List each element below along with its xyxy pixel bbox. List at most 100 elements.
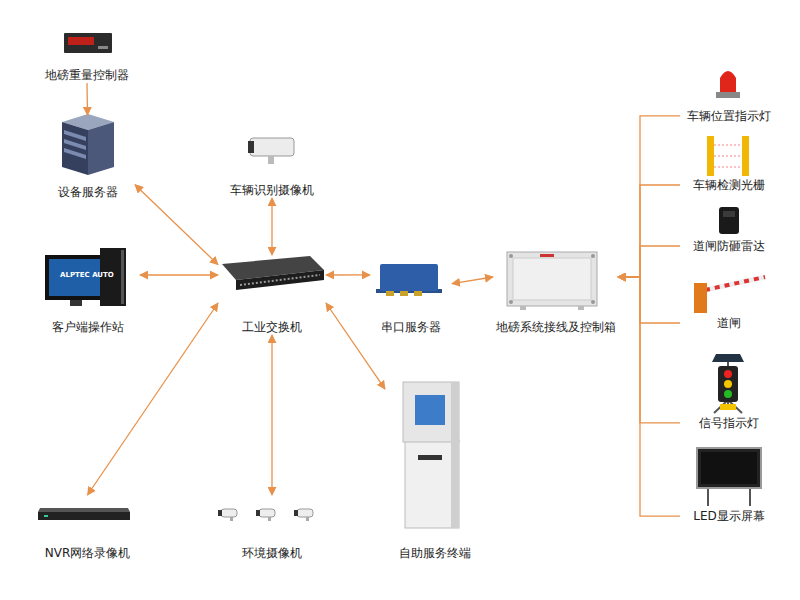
beacon-dome	[720, 71, 736, 92]
barrier-cabinet	[694, 283, 707, 313]
kiosk-base	[405, 440, 459, 528]
device-node: LED显示屏幕	[680, 445, 778, 524]
radar-window	[723, 211, 735, 217]
screen-logo-text: ALPTEC AUTO	[60, 272, 114, 279]
solar-panel	[712, 354, 744, 362]
screen-panel	[701, 452, 757, 484]
device-label: 客户端操作站	[52, 319, 124, 335]
green-lamp	[724, 390, 732, 398]
device-node: 信号指示灯	[680, 350, 778, 431]
server-bay	[64, 130, 86, 141]
kiosk-icon	[403, 382, 459, 528]
switch-icon	[222, 256, 324, 290]
device-node: 地磅系统接线及控制箱	[493, 248, 618, 335]
camera-housing	[250, 138, 294, 156]
device-label: 设备服务器	[58, 184, 118, 200]
device-label: LED显示屏幕	[693, 508, 765, 524]
box-gland	[578, 306, 584, 310]
device-label: 地磅重量控制器	[45, 67, 129, 83]
curtain-bar	[707, 136, 714, 176]
red-lamp	[724, 370, 732, 378]
weight-controller-icon	[64, 33, 112, 53]
device-node: 地磅重量控制器	[32, 28, 142, 83]
device-node: 串口服务器	[370, 258, 452, 335]
curtain-bar	[742, 136, 749, 176]
link-arrow	[326, 303, 385, 389]
device-label: 地磅系统接线及控制箱	[496, 319, 616, 335]
link-arrow	[618, 116, 680, 277]
switch-front	[236, 270, 324, 290]
light-housing	[718, 366, 738, 402]
nvr-front	[38, 512, 130, 520]
device-node: 客户端操作站	[35, 248, 140, 335]
light-base	[720, 404, 736, 410]
camera-lens	[248, 141, 254, 153]
nvr-icon	[38, 508, 130, 520]
bullet-lens	[256, 510, 260, 516]
box-lid	[513, 258, 591, 300]
bullet-mount	[230, 517, 233, 521]
lpr-camera-icon	[248, 138, 294, 164]
box-bolt	[509, 300, 513, 304]
device-label: 道闸	[717, 315, 741, 331]
kiosk-side	[451, 382, 459, 528]
serial-port	[414, 291, 422, 296]
server-bay	[64, 148, 86, 159]
radar-body	[719, 207, 739, 234]
beacon-base	[716, 92, 740, 98]
pc-edge	[121, 250, 124, 304]
serial-port	[400, 291, 408, 296]
device-node: 车辆位置指示灯	[680, 62, 778, 124]
radar-icon	[719, 207, 739, 234]
link-arrow	[618, 277, 680, 323]
device-label: 车辆位置指示灯	[687, 108, 771, 124]
device-node: 工业交换机	[218, 255, 326, 335]
device-label: 信号指示灯	[699, 415, 759, 431]
curtain-beam	[714, 156, 742, 157]
screen-leg	[749, 488, 751, 506]
device-label: 车辆检测光栅	[693, 177, 765, 193]
server-icon	[62, 114, 114, 175]
device-label: 环境摄像机	[242, 545, 302, 561]
server-bay	[64, 139, 86, 150]
device-node: 环境摄像机	[217, 495, 327, 561]
camera-mount	[268, 156, 274, 164]
server-front	[62, 122, 88, 175]
link-arrow	[271, 198, 272, 255]
device-node: 道闸防砸雷达	[680, 205, 778, 254]
box-bolt	[591, 300, 595, 304]
nvr-led	[44, 515, 48, 517]
bullet-camera	[221, 509, 237, 517]
link-arrow	[618, 277, 680, 516]
bullet-mount	[268, 517, 271, 521]
device-node: 道闸	[680, 270, 778, 331]
link-arrow	[135, 185, 218, 265]
bullet-camera	[297, 509, 313, 517]
server-side	[88, 122, 114, 175]
nvr-top	[38, 508, 130, 512]
box-gland	[520, 306, 526, 310]
device-label: 串口服务器	[381, 319, 441, 335]
device-node: NVR网络录像机	[30, 495, 145, 561]
kiosk-screen	[415, 395, 445, 425]
barrier-arm	[705, 277, 765, 290]
kiosk-head	[403, 382, 459, 442]
beacon-icon	[716, 71, 740, 98]
device-node: 设备服务器	[40, 115, 135, 200]
bullet-camera	[259, 509, 275, 517]
link-arrow	[618, 277, 680, 423]
device-node: 车辆检测光栅	[680, 134, 778, 193]
screen-frame	[697, 448, 761, 488]
barrier-icon	[694, 277, 765, 313]
box-body	[507, 252, 597, 306]
box-bolt	[509, 254, 513, 258]
controller-buttons	[98, 46, 108, 49]
workstation-icon	[45, 248, 126, 306]
traffic-light-icon	[712, 354, 744, 413]
bullet-mount	[306, 517, 309, 521]
link-arrow	[271, 335, 272, 495]
device-label: NVR网络录像机	[45, 545, 131, 561]
yellow-lamp	[724, 380, 732, 388]
